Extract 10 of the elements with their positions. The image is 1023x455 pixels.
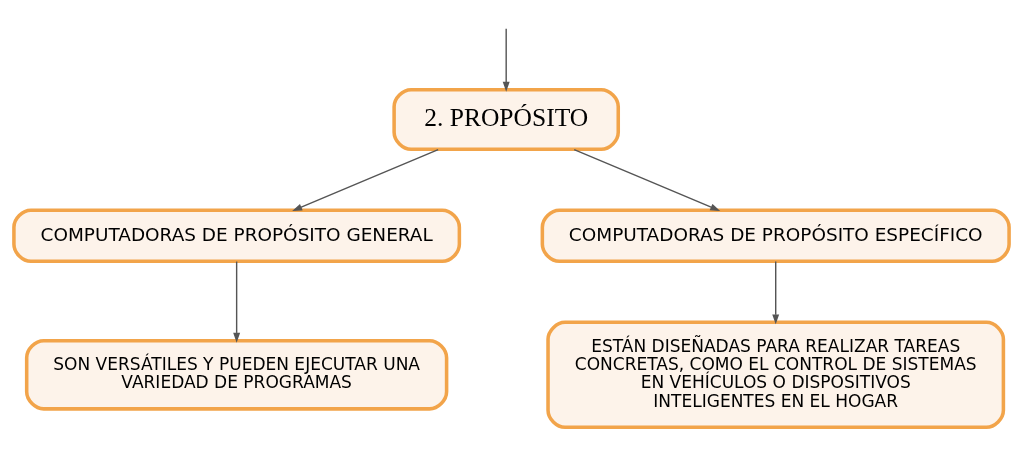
arrow [772,260,780,325]
arrow [502,28,510,92]
node-box: COMPUTADORAS DE PROPÓSITO GENERAL [12,208,462,264]
node-box: SON VERSÁTILES Y PUEDEN EJECUTAR UNA VARIEDAD DE PROGRAMAS [24,339,449,411]
node-box: 2. PROPÓSITO [392,87,621,152]
arrow [292,148,439,211]
node-box: COMPUTADORAS DE PROPÓSITO ESPECÍFICO [540,208,1011,264]
arrow [233,260,241,343]
arrow [573,148,721,211]
node-box: ESTÁN DISEÑADAS PARA REALIZAR TAREAS CONCRETAS, COMO EL CONTROL DE SISTEMAS EN VEHÍCULOS O DISPOSITIVOS INTELIGENTES EN EL HOGAR [546,320,1006,430]
